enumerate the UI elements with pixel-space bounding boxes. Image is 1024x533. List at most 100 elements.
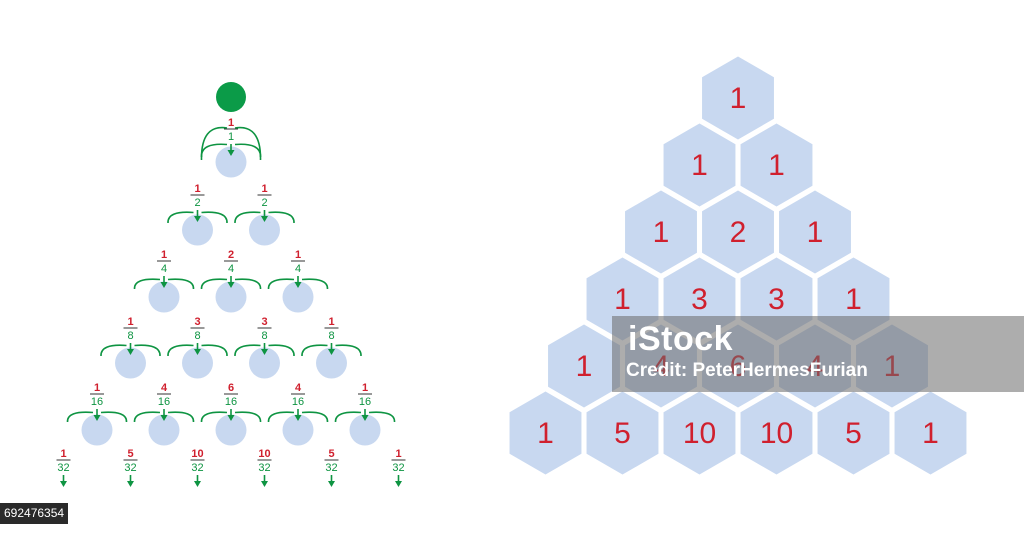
branch-arc xyxy=(234,211,261,224)
probability-denominator: 32 xyxy=(325,462,337,474)
branch-arc xyxy=(201,344,228,357)
pascal-hexagon xyxy=(738,388,815,478)
peg-ball xyxy=(148,414,180,446)
branch-arc xyxy=(167,411,195,423)
peg-ball xyxy=(215,414,247,446)
branch-arc xyxy=(334,411,362,423)
pascal-hexagon xyxy=(699,187,777,277)
pascal-value: 1 xyxy=(768,149,785,182)
branch-arc xyxy=(335,344,362,357)
pascal-value: 5 xyxy=(845,417,862,450)
probability-denominator: 2 xyxy=(261,197,267,209)
probability-numerator: 2 xyxy=(228,249,234,261)
pascal-value: 1 xyxy=(614,283,631,316)
probability-denominator: 2 xyxy=(194,197,200,209)
probability-denominator: 4 xyxy=(228,263,234,275)
probability-numerator: 1 xyxy=(362,382,368,394)
probability-numerator: 1 xyxy=(94,382,100,394)
probability-denominator: 32 xyxy=(191,462,203,474)
branch-arc xyxy=(167,344,194,357)
arrow-head xyxy=(261,216,268,222)
peg-ball xyxy=(148,281,180,313)
probability-numerator: 1 xyxy=(60,448,66,460)
probability-denominator: 32 xyxy=(392,462,404,474)
branch-arc xyxy=(200,278,228,290)
branch-arc xyxy=(301,411,329,423)
branch-arc xyxy=(268,344,295,357)
probability-numerator: 4 xyxy=(161,382,168,394)
branch-arc xyxy=(201,211,228,224)
arrow-head xyxy=(194,481,201,487)
probability-denominator: 4 xyxy=(161,263,167,275)
peg-ball xyxy=(249,214,280,246)
probability-numerator: 5 xyxy=(127,448,133,460)
peg-ball xyxy=(182,347,213,379)
pascal-value: 5 xyxy=(614,417,631,450)
branch-arc xyxy=(133,278,161,290)
pascal-hexagon xyxy=(661,120,738,210)
probability-numerator: 1 xyxy=(295,249,301,261)
pascal-value: 1 xyxy=(730,82,747,115)
arrow-head xyxy=(227,415,235,421)
probability-denominator: 32 xyxy=(57,462,69,474)
arrow-head xyxy=(261,481,268,487)
branch-arc xyxy=(234,278,262,290)
probability-denominator: 16 xyxy=(91,396,103,408)
probability-denominator: 8 xyxy=(194,330,200,342)
pascal-value: 3 xyxy=(768,283,785,316)
probability-numerator: 1 xyxy=(228,117,234,129)
arrow-head xyxy=(261,349,268,355)
pascal-hexagon xyxy=(776,187,854,277)
arrow-head xyxy=(194,349,201,355)
branch-arc xyxy=(100,344,127,357)
branch-arc xyxy=(200,126,228,161)
pascal-value: 1 xyxy=(691,149,708,182)
branch-arc xyxy=(167,278,195,290)
probability-numerator: 4 xyxy=(295,382,302,394)
branch-arc xyxy=(301,278,329,290)
pascal-hexagon xyxy=(738,120,815,210)
pascal-value: 1 xyxy=(922,417,939,450)
pascal-value: 10 xyxy=(683,417,716,450)
pascal-value: 1 xyxy=(576,350,593,383)
pascal-value: 1 xyxy=(653,216,670,249)
peg-ball xyxy=(215,281,247,313)
pascal-hexagon xyxy=(507,388,584,478)
arrow-head xyxy=(127,481,134,487)
pascal-value: 1 xyxy=(537,417,554,450)
arrow-head xyxy=(227,282,235,288)
watermark-logo: iStock xyxy=(628,320,734,358)
probability-denominator: 4 xyxy=(295,263,301,275)
arrow-head xyxy=(395,481,402,487)
probability-denominator: 16 xyxy=(359,396,371,408)
branch-arc xyxy=(368,411,396,423)
branch-arc xyxy=(301,344,328,357)
arrow-head xyxy=(294,415,302,421)
pascal-hexagon xyxy=(699,53,777,143)
peg-ball xyxy=(215,146,247,178)
peg-ball xyxy=(81,414,113,446)
arrow-head xyxy=(194,216,201,222)
pascal-hexagon xyxy=(622,187,700,277)
galton-board: 1112121424141838381811641661641611613253… xyxy=(56,82,406,487)
peg-ball xyxy=(282,281,314,313)
arrow-head xyxy=(127,349,134,355)
branch-arc xyxy=(200,411,228,423)
probability-numerator: 10 xyxy=(191,448,203,460)
branch-arc xyxy=(267,411,295,423)
peg-ball xyxy=(282,414,314,446)
probability-numerator: 1 xyxy=(395,448,401,460)
pascal-triangle: 11112113311464115101051 xyxy=(507,53,969,478)
branch-arc xyxy=(100,411,128,423)
probability-numerator: 1 xyxy=(261,183,267,195)
peg-ball xyxy=(115,347,146,379)
probability-numerator: 1 xyxy=(161,249,167,261)
pascal-value: 3 xyxy=(691,283,708,316)
pascal-hexagon xyxy=(892,388,969,478)
probability-denominator: 16 xyxy=(225,396,237,408)
probability-numerator: 6 xyxy=(228,382,234,394)
pascal-hexagon xyxy=(584,388,661,478)
probability-numerator: 10 xyxy=(258,448,270,460)
peg-ball xyxy=(349,414,381,446)
